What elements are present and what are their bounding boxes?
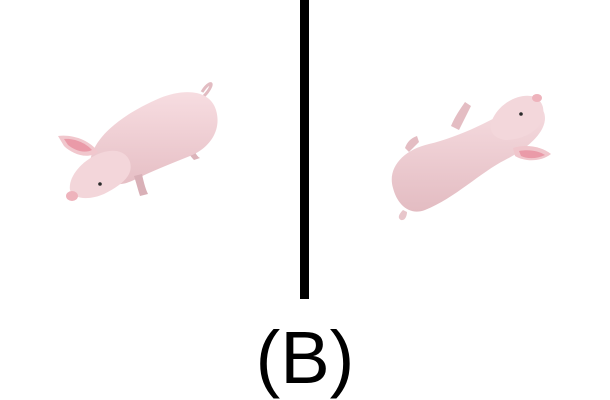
pig-right-image <box>391 94 551 221</box>
panel-divider <box>300 0 309 299</box>
figure-caption: (B) <box>255 316 355 399</box>
pig-left-image <box>58 82 218 201</box>
